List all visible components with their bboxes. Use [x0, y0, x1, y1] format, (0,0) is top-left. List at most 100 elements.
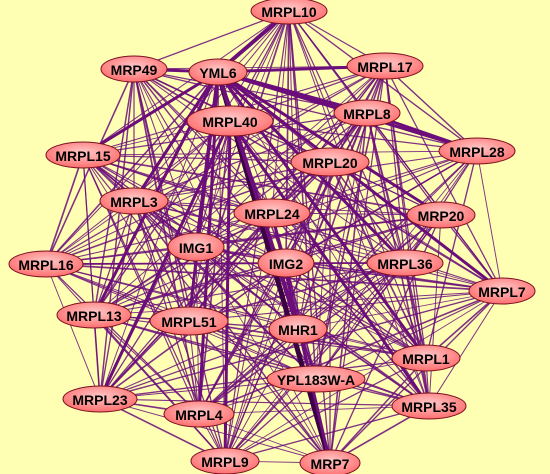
node-mrpl16[interactable]: MRPL16	[8, 250, 84, 278]
node-mrpl10[interactable]: MRPL10	[250, 0, 328, 25]
node-ellipse	[8, 250, 84, 278]
node-mrp49[interactable]: MRP49	[100, 55, 168, 83]
edge-mrpl8-mrpl3	[133, 112, 368, 202]
edge-mrpl7-mrpl23	[99, 290, 503, 400]
edge-mrpl24-mrpl23	[99, 212, 273, 400]
edge-mrpl17-mrpl28	[384, 65, 478, 152]
edge-mrp49-mrpl36	[133, 68, 406, 264]
edge-mrpl3-mrpl13	[93, 200, 135, 316]
node-mrpl36[interactable]: MRPL36	[366, 249, 444, 277]
edge-mrpl7-mrp7	[329, 290, 503, 464]
node-label: MHR1	[278, 322, 318, 338]
node-label: MRPL23	[72, 392, 127, 408]
edge-mrpl7-mrpl51	[188, 290, 503, 322]
edge-mrpl17-mrpl16	[45, 65, 386, 265]
node-mrpl15[interactable]: MRPL15	[45, 141, 121, 169]
node-ellipse	[163, 400, 235, 428]
node-ellipse	[438, 137, 516, 165]
node-yml6[interactable]: YML6	[188, 58, 248, 86]
node-mrpl20[interactable]: MRPL20	[290, 147, 370, 177]
edge-mrpl7-mrpl35	[428, 290, 503, 407]
node-mrpl23[interactable]: MRPL23	[62, 385, 138, 413]
edge-mrpl28-mrpl7	[476, 150, 503, 292]
edge-mrpl10-mrpl15	[82, 10, 290, 156]
node-label: MRPL16	[18, 257, 73, 273]
edge-mrpl20-mrpl9	[224, 161, 331, 462]
strong-edge-yml6-mrpl3	[132, 70, 220, 203]
node-label: IMG2	[269, 256, 303, 272]
edge-mrpl36-mrpl51	[188, 262, 406, 322]
edge-mrpl8-mrpl16	[45, 112, 368, 265]
edge-mrpl51-mrpl35	[188, 320, 430, 407]
edge-mrpl7-mrpl4	[198, 290, 503, 415]
node-mhr1[interactable]: MHR1	[268, 314, 328, 344]
node-mrpl13[interactable]: MRPL13	[56, 301, 132, 329]
node-mrpl1[interactable]: MRPL1	[391, 344, 461, 372]
edge-mrpl15-mrpl28	[82, 150, 478, 156]
node-ellipse	[266, 365, 366, 393]
node-mrpl40[interactable]: MRPL40	[186, 105, 274, 137]
edge-mrpl13-mrpl9	[93, 314, 226, 462]
edge-mrpl15-mrpl16	[45, 154, 84, 265]
node-mrpl51[interactable]: MRPL51	[149, 306, 229, 336]
node-label: MRPL36	[377, 256, 432, 272]
edge-mrpl16-mrpl4	[45, 263, 200, 415]
node-ellipse	[468, 277, 536, 305]
node-label: MRPL9	[201, 454, 249, 470]
node-label: MRPL8	[343, 106, 391, 122]
node-mrpl3[interactable]: MRPL3	[99, 187, 169, 215]
node-mrpl4[interactable]: MRPL4	[163, 400, 235, 428]
node-ellipse	[186, 105, 274, 137]
strong-edge-yml6-img1	[194, 70, 220, 249]
edge-mrpl28-img1	[195, 150, 478, 248]
node-img1[interactable]: IMG1	[167, 232, 225, 262]
node-label: YPL183W-A	[277, 372, 355, 388]
node-ellipse	[333, 99, 401, 127]
edge-mrpl10-mrpl16	[45, 10, 290, 265]
edge-yml6-mrpl16	[45, 71, 219, 265]
edge-mrpl16-mrpl1	[45, 263, 427, 359]
node-mrpl9[interactable]: MRPL9	[190, 447, 260, 474]
node-label: MRPL4	[175, 407, 223, 423]
edge-mrpl28-mrpl24	[271, 150, 478, 214]
edge-mrpl7-mhr1	[297, 290, 503, 330]
node-mrpl28[interactable]: MRPL28	[438, 137, 516, 165]
node-mrpl17[interactable]: MRPL17	[346, 52, 424, 80]
node-ellipse	[100, 55, 168, 83]
node-ellipse	[45, 141, 121, 169]
edge-mrp49-mrpl23	[99, 68, 135, 400]
node-ellipse	[391, 344, 461, 372]
edge-mrpl24-mrpl16	[45, 212, 273, 265]
edge-mrpl24-mrpl1	[271, 212, 427, 359]
edge-img1-mhr1	[195, 246, 299, 330]
node-label: MRPL40	[202, 114, 257, 130]
node-ellipse	[299, 449, 361, 474]
node-mrpl7[interactable]: MRPL7	[468, 277, 536, 305]
node-img2[interactable]: IMG2	[257, 248, 315, 278]
edge-mrpl23-mrp7	[99, 398, 331, 464]
node-mrpl8[interactable]: MRPL8	[333, 99, 401, 127]
node-mrp7[interactable]: MRP7	[299, 449, 361, 474]
node-mrpl24[interactable]: MRPL24	[233, 198, 311, 228]
node-label: MRPL10	[261, 4, 316, 20]
edge-mrpl35-mrpl9	[224, 405, 430, 462]
strong-edge-yml6-mrpl7	[216, 70, 504, 293]
edge-img2-mrpl35	[285, 262, 430, 407]
edge-mhr1-mrpl4	[198, 328, 299, 415]
node-mrpl35[interactable]: MRPL35	[391, 392, 467, 420]
edge-mrpl40-mrpl4	[198, 120, 231, 415]
edge-mrpl8-mrpl1	[366, 112, 427, 359]
edge-mrpl13-mrpl1	[93, 314, 427, 359]
edge-mrpl15-mrp20	[82, 154, 442, 216]
edge-mrpl36-mrpl16	[45, 262, 406, 265]
node-ellipse	[346, 52, 424, 80]
node-label: MRPL15	[55, 148, 110, 164]
edge-mrpl16-mrpl7	[45, 263, 503, 292]
node-mrp20[interactable]: MRP20	[406, 201, 476, 229]
node-label: YML6	[199, 65, 237, 81]
node-ellipse	[290, 147, 370, 177]
node-ypl183w-a[interactable]: YPL183W-A	[266, 365, 366, 393]
edge-mrpl28-mrpl3	[133, 150, 478, 202]
edge-mrpl51-mrpl4	[188, 320, 200, 415]
node-ellipse	[257, 248, 315, 278]
